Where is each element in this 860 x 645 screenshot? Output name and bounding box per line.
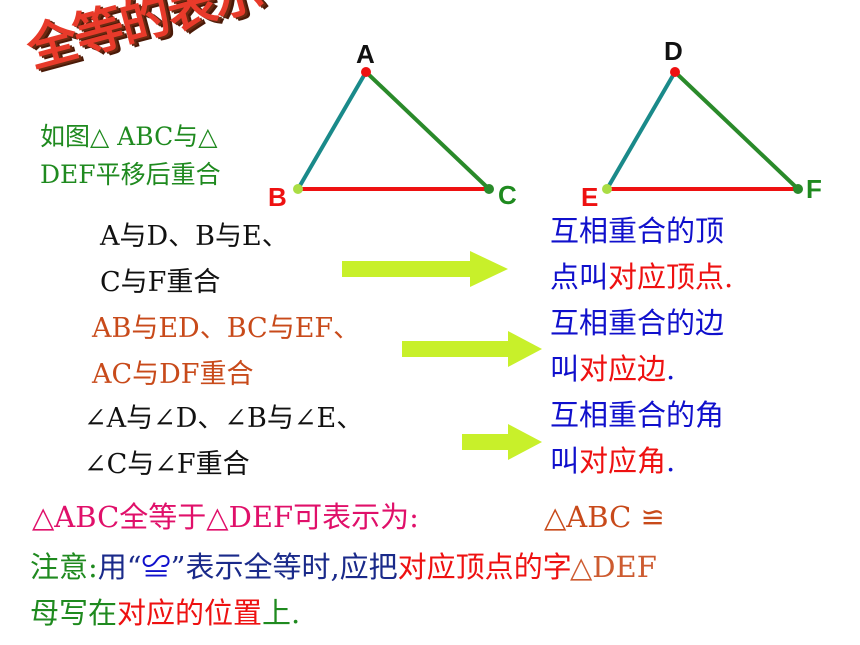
intro-line-2: DEF平移后重合 [40, 160, 221, 189]
note-text: ”表示全等时,应把 [170, 550, 398, 584]
side-de [605, 70, 677, 191]
label-c: C [498, 180, 517, 210]
def-period: . [666, 352, 676, 386]
vertex-c [484, 184, 494, 194]
vertex-b [293, 184, 303, 194]
intro-text: 如图△ ABC与△ DEF平移后重合 [40, 118, 221, 194]
notation-statement: △ABC全等于△DEF可表示为: [32, 500, 419, 534]
notation-expression: △ABC ≌ [544, 500, 665, 534]
side-pairs: AB与ED、BC与EF、 AC与DF重合 [92, 306, 360, 398]
def-text: 叫 [550, 444, 580, 478]
vertex-pairs: A与D、B与E、 C与F重合 [100, 214, 289, 306]
side-df [673, 70, 800, 191]
definition-angle-line-2: 叫对应角. [550, 438, 724, 484]
arrow-angles [462, 424, 542, 460]
note-line-1: 注意:用“≌”表示全等时,应把对应顶点的字 [30, 544, 572, 590]
definition-side: 互相重合的边 叫对应边. [550, 300, 724, 392]
note-text: 用“ [97, 550, 142, 584]
vertex-pairs-line-1: A与D、B与E、 [100, 221, 289, 252]
def-text: 叫 [550, 352, 580, 386]
definition-angle-line-1: 互相重合的角 [550, 398, 725, 432]
label-f: F [806, 174, 822, 204]
side-pairs-line-1: AB与ED、BC与EF、 [92, 313, 361, 344]
intro-line-1: 如图△ ABC与△ [40, 122, 218, 151]
label-a: A [356, 39, 375, 69]
definition-vertex-line-1: 互相重合的顶 [550, 214, 725, 248]
angle-pairs: ∠A与∠D、∠B与∠E、 ∠C与∠F重合 [84, 396, 363, 488]
side-pairs-line-2: AC与DF重合 [92, 359, 254, 390]
note-label: 注意: [30, 550, 98, 584]
side-ab [296, 70, 368, 191]
def-period: . [666, 444, 676, 478]
note-term: 对应顶点 [397, 550, 514, 584]
angle-pairs-line-1: ∠A与∠D、∠B与∠E、 [84, 403, 364, 434]
def-term: 对应顶点 [608, 260, 725, 294]
vertex-pairs-line-2: C与F重合 [100, 267, 221, 298]
label-e: E [581, 182, 598, 212]
angle-pairs-line-2: ∠C与∠F重合 [84, 449, 250, 480]
definition-vertex: 互相重合的顶 点叫对应顶点. [550, 208, 733, 300]
definition-side-line-1: 互相重合的边 [550, 306, 725, 340]
vertex-e [602, 184, 612, 194]
note-text: 的字 [513, 550, 572, 584]
arrow-vertices [342, 251, 508, 287]
def-term: 对应边 [579, 352, 667, 386]
note-text: 母写在 [30, 596, 118, 630]
label-d: D [664, 36, 683, 66]
notation-overlap: △DEF [570, 550, 657, 584]
arrow-sides [402, 331, 542, 367]
note-term: 对应的位置 [117, 596, 263, 630]
congruent-symbol: ≌ [141, 550, 171, 584]
definition-vertex-line-2: 点叫对应顶点. [550, 254, 733, 300]
def-term: 对应角 [579, 444, 667, 478]
vertex-d [670, 67, 680, 77]
side-ac [364, 70, 491, 191]
vertex-a [361, 67, 371, 77]
def-text: 点叫 [550, 260, 609, 294]
label-b: B [268, 182, 287, 212]
note-text: 上. [262, 596, 301, 630]
note-line-2: 母写在对应的位置上. [30, 590, 300, 636]
definition-angle: 互相重合的角 叫对应角. [550, 392, 724, 484]
def-period: . [724, 260, 734, 294]
vertex-f [793, 184, 803, 194]
definition-side-line-2: 叫对应边. [550, 346, 724, 392]
